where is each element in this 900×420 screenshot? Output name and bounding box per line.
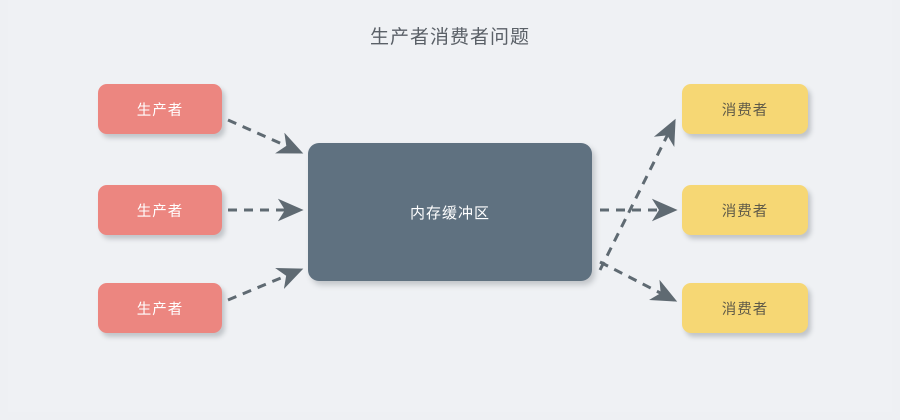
consumer-label-1: 消费者 bbox=[721, 102, 769, 119]
memory-buffer-node[interactable]: 内存缓冲区 bbox=[308, 143, 592, 281]
producer-node-1[interactable]: 生产者 bbox=[98, 84, 222, 134]
page-title: 生产者消费者问题 bbox=[369, 27, 530, 48]
arrow-producer1-to-buffer bbox=[227, 118, 304, 154]
memory-buffer-label: 内存缓冲区 bbox=[409, 204, 490, 222]
consumer-label-3: 消费者 bbox=[721, 301, 769, 318]
producer-label-3: 生产者 bbox=[136, 301, 184, 318]
consumer-node-2[interactable]: 消费者 bbox=[682, 185, 808, 235]
arrow-buffer-to-consumer3 bbox=[599, 260, 678, 302]
producer-label-2: 生产者 bbox=[136, 203, 184, 220]
producer-node-3[interactable]: 生产者 bbox=[98, 283, 222, 333]
consumer-node-1[interactable]: 消费者 bbox=[682, 84, 808, 134]
producer-label-1: 生产者 bbox=[136, 102, 184, 119]
producer-node-2[interactable]: 生产者 bbox=[98, 185, 222, 235]
arrow-producer3-to-buffer bbox=[227, 268, 304, 302]
arrow-buffer-to-consumer1 bbox=[598, 118, 676, 271]
consumer-node-3[interactable]: 消费者 bbox=[682, 283, 808, 333]
consumer-label-2: 消费者 bbox=[721, 203, 769, 220]
